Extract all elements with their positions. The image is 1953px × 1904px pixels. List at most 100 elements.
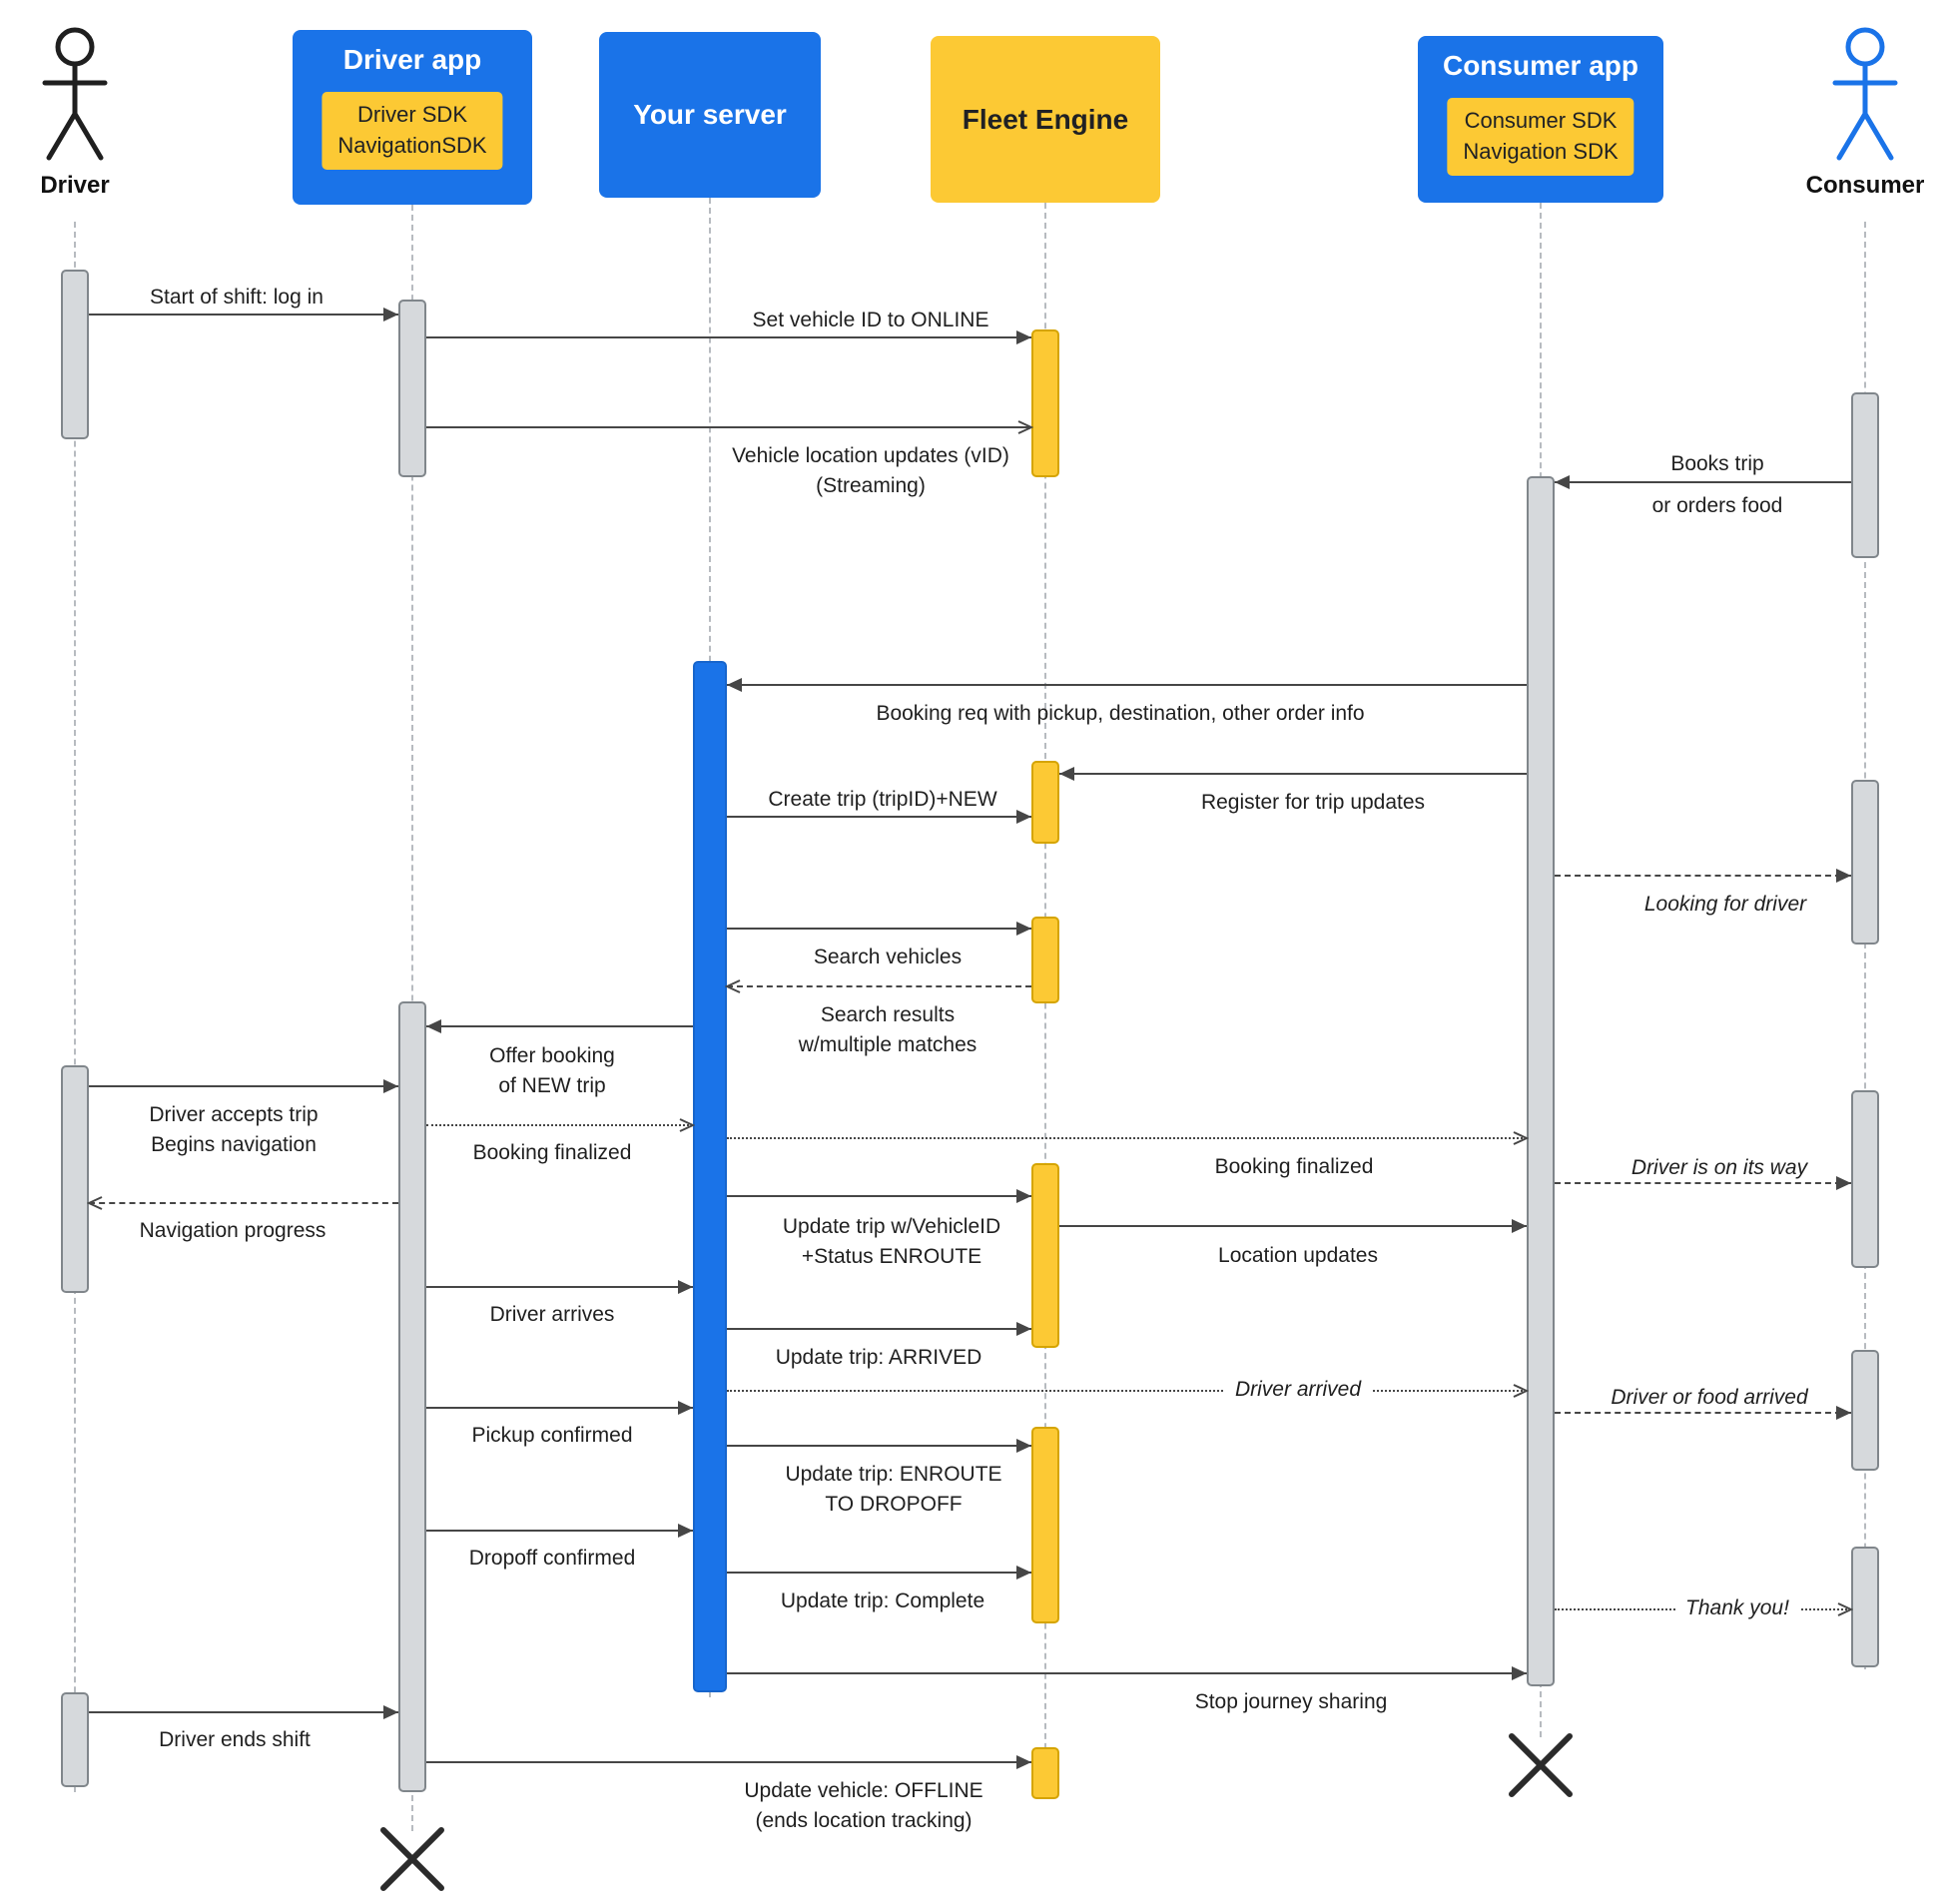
participant-consumer-app: Consumer app Consumer SDK Navigation SDK	[1418, 36, 1663, 203]
message-label-update-trip-enroute: Update trip w/VehicleID+Status ENROUTE	[783, 1212, 1000, 1273]
navigation-sdk-label: NavigationSDK	[337, 132, 487, 158]
message-label-line: Navigation progress	[139, 1219, 326, 1242]
message-label-booking-finalized-driver: Booking finalized	[473, 1138, 632, 1168]
message-line-update-trip-enroute-dropoff	[727, 1445, 1031, 1447]
arrowhead-driver-accepts-trip	[383, 1079, 398, 1093]
arrowhead-register-trip-updates	[1059, 767, 1074, 781]
arrowhead-books-trip	[1555, 475, 1570, 489]
message-label-pickup-confirmed: Pickup confirmed	[471, 1421, 632, 1451]
arrowhead-driver-on-its-way	[1836, 1176, 1851, 1190]
message-line-location-updates	[1059, 1225, 1527, 1227]
arrowhead-stop-journey-sharing	[1512, 1666, 1527, 1680]
message-line-start-shift-log-in	[89, 314, 398, 316]
message-label-set-vehicle-online: Set vehicle ID to ONLINE	[753, 306, 989, 335]
message-label-booking-request: Booking req with pickup, destination, ot…	[876, 699, 1364, 729]
arrowhead-location-updates	[1512, 1219, 1527, 1233]
message-line-booking-finalized-driver	[426, 1124, 693, 1126]
arrowhead-offer-booking	[426, 1019, 441, 1033]
message-line-update-trip-complete	[727, 1572, 1031, 1574]
activation-driver-app	[398, 1001, 426, 1792]
arrowhead-booking-finalized-driver	[679, 1118, 695, 1132]
arrowhead-update-trip-arrived	[1016, 1322, 1031, 1336]
message-label-line: +Status ENROUTE	[801, 1245, 982, 1269]
actor-driver-label: Driver	[40, 172, 110, 199]
message-line-driver-ends-shift	[89, 1711, 398, 1713]
message-label-line: w/multiple matches	[798, 1033, 977, 1057]
message-label-navigation-progress: Navigation progress	[140, 1216, 326, 1246]
message-label-line: Offer booking	[489, 1044, 615, 1067]
message-line-update-trip-arrived	[727, 1328, 1031, 1330]
activation-fleet-engine	[1031, 1163, 1059, 1348]
message-line-stop-journey-sharing	[727, 1672, 1527, 1674]
arrowhead-update-trip-enroute	[1016, 1189, 1031, 1203]
message-label-line: Vehicle location updates (vID)	[732, 444, 1009, 467]
arrowhead-driver-arrived	[1513, 1384, 1529, 1398]
message-label-driver-on-its-way: Driver is on its way	[1631, 1153, 1807, 1183]
message-label-line: Create trip (tripID)+NEW	[768, 788, 997, 811]
activation-fleet-engine	[1031, 1427, 1059, 1623]
arrowhead-driver-arrives	[678, 1280, 693, 1294]
message-label-line: Begins navigation	[151, 1133, 317, 1157]
message-line-pickup-confirmed	[426, 1407, 693, 1409]
message-label-line: Update vehicle: OFFLINE	[744, 1779, 983, 1802]
activation-fleet-engine	[1031, 1747, 1059, 1799]
message-label-line: Set vehicle ID to ONLINE	[752, 309, 989, 331]
message-label-driver-or-food-arrived: Driver or food arrived	[1611, 1383, 1807, 1413]
message-label-line: Stop journey sharing	[1194, 1690, 1388, 1713]
message-label-line: Thank you!	[1685, 1596, 1789, 1620]
message-label-line: Search vehicles	[813, 946, 963, 968]
message-label-line: Dropoff confirmed	[468, 1547, 636, 1570]
message-label-driver-arrives: Driver arrives	[490, 1300, 615, 1330]
message-label-line: or orders food	[1651, 494, 1783, 517]
message-label-looking-for-driver: Looking for driver	[1644, 890, 1806, 920]
activation-driver	[61, 1692, 89, 1787]
activation-consumer	[1851, 392, 1879, 558]
activation-consumer	[1851, 1547, 1879, 1667]
message-label-line: Driver arrived	[1234, 1378, 1362, 1402]
lifeline-consumer	[1864, 222, 1866, 1669]
message-label-line: Booking req with pickup, destination, ot…	[876, 702, 1365, 725]
activation-consumer-app	[1527, 476, 1555, 1686]
message-label-update-trip-complete: Update trip: Complete	[781, 1587, 984, 1616]
activation-your-server	[693, 661, 727, 1692]
message-line-booking-finalized-consumer	[727, 1137, 1527, 1139]
consumer-sdk-box: Consumer SDK Navigation SDK	[1447, 98, 1634, 176]
message-label-search-vehicles: Search vehicles	[814, 943, 962, 972]
arrowhead-driver-ends-shift	[383, 1705, 398, 1719]
message-label-line: TO DROPOFF	[825, 1493, 963, 1517]
activation-fleet-engine	[1031, 917, 1059, 1003]
message-label-driver-ends-shift: Driver ends shift	[159, 1725, 311, 1755]
message-line-update-vehicle-offline	[426, 1761, 1031, 1763]
participant-fleet-engine-title: Fleet Engine	[962, 103, 1129, 135]
arrowhead-looking-for-driver	[1836, 869, 1851, 883]
message-line-looking-for-driver	[1555, 875, 1851, 877]
message-label-line: (Streaming)	[816, 474, 926, 498]
message-line-search-vehicles	[727, 928, 1031, 930]
message-label-booking-finalized-consumer: Booking finalized	[1215, 1152, 1374, 1182]
message-line-driver-arrived	[727, 1390, 1527, 1392]
message-line-driver-accepts-trip	[89, 1085, 398, 1087]
message-line-navigation-progress	[89, 1202, 398, 1204]
driver-sdk-box: Driver SDK NavigationSDK	[322, 92, 503, 170]
message-label-line: Looking for driver	[1643, 893, 1807, 916]
activation-consumer	[1851, 1350, 1879, 1471]
message-label-create-trip: Create trip (tripID)+NEW	[768, 785, 996, 815]
message-label-vehicle-location-updates: Vehicle location updates (vID) (Streaming…	[732, 441, 1009, 502]
consumer-stick-figure-icon	[1832, 27, 1898, 161]
driver-app-termination-x-icon	[380, 1827, 444, 1891]
message-line-vehicle-location-updates	[426, 426, 1031, 428]
message-label-line: Update trip: ENROUTE	[785, 1463, 1002, 1486]
message-label-line: (ends location tracking)	[755, 1809, 973, 1833]
message-label-line: Driver is on its way	[1630, 1156, 1808, 1179]
message-label-update-trip-arrived: Update trip: ARRIVED	[776, 1343, 982, 1373]
participant-your-server: Your server	[599, 32, 821, 198]
message-line-offer-booking	[426, 1025, 693, 1027]
message-label-line: Start of shift: log in	[150, 286, 324, 309]
message-line-create-trip	[727, 816, 1031, 818]
message-label-line: Driver arrives	[489, 1303, 615, 1326]
message-label-line: Location updates	[1218, 1244, 1378, 1267]
